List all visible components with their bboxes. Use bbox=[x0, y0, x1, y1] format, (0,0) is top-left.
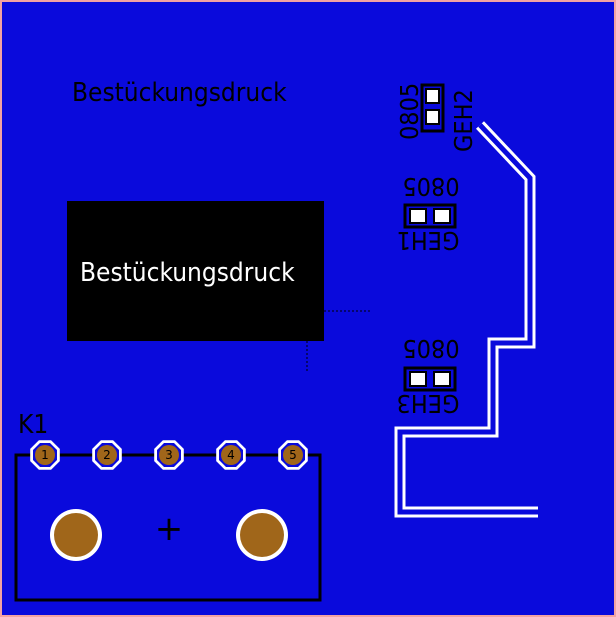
connector-k1[interactable]: K1 1 2 3 4 5 + bbox=[14, 410, 322, 602]
pin-pad bbox=[221, 445, 241, 465]
component-outline bbox=[403, 203, 457, 229]
pin-number: 1 bbox=[41, 448, 49, 462]
pin-number: 4 bbox=[227, 448, 235, 462]
component-geh2[interactable]: 0805 GEH2 bbox=[395, 83, 478, 152]
component-package: 0805 bbox=[395, 83, 424, 140]
connector-pin-1[interactable]: 1 bbox=[30, 440, 60, 470]
polarity-plus-sign: + bbox=[155, 509, 184, 549]
smd-pad bbox=[433, 208, 451, 224]
pin-number: 2 bbox=[103, 448, 111, 462]
pin-pad bbox=[283, 445, 303, 465]
component-geh3[interactable]: 0805 GEH3 bbox=[397, 334, 460, 418]
label-box-text: Bestückungsdruck bbox=[80, 258, 295, 288]
smd-pad bbox=[409, 371, 427, 387]
component-geh1[interactable]: 0805 GEH1 bbox=[397, 172, 460, 255]
smd-pad bbox=[409, 208, 427, 224]
label-box bbox=[67, 201, 324, 341]
mounting-hole-left[interactable] bbox=[50, 509, 102, 561]
component-outline bbox=[403, 366, 457, 392]
mounting-hole-pad bbox=[54, 513, 98, 557]
smd-pad bbox=[425, 88, 440, 104]
pin-pad bbox=[97, 445, 117, 465]
component-ref: GEH3 bbox=[397, 389, 460, 418]
connector-pin-2[interactable]: 2 bbox=[92, 440, 122, 470]
pin-pad bbox=[159, 445, 179, 465]
copper-trace bbox=[394, 121, 538, 518]
silkscreen-title: Bestückungsdruck bbox=[72, 78, 287, 108]
smd-pad bbox=[425, 109, 440, 125]
pin-number: 3 bbox=[165, 448, 173, 462]
connector-pin-5[interactable]: 5 bbox=[278, 440, 308, 470]
connector-ref: K1 bbox=[18, 410, 48, 440]
connector-pin-3[interactable]: 3 bbox=[154, 440, 184, 470]
component-package: 0805 bbox=[402, 334, 459, 363]
component-outline bbox=[420, 83, 445, 133]
component-ref: GEH2 bbox=[449, 89, 478, 152]
pin-pad bbox=[35, 445, 55, 465]
component-package: 0805 bbox=[402, 172, 459, 201]
mounting-hole-pad bbox=[240, 513, 284, 557]
pin-number: 5 bbox=[289, 448, 297, 462]
smd-pad bbox=[433, 371, 451, 387]
connector-pins: 1 2 3 4 5 bbox=[30, 440, 308, 470]
component-ref: GEH1 bbox=[397, 226, 460, 255]
mounting-hole-right[interactable] bbox=[236, 509, 288, 561]
connector-pin-4[interactable]: 4 bbox=[216, 440, 246, 470]
